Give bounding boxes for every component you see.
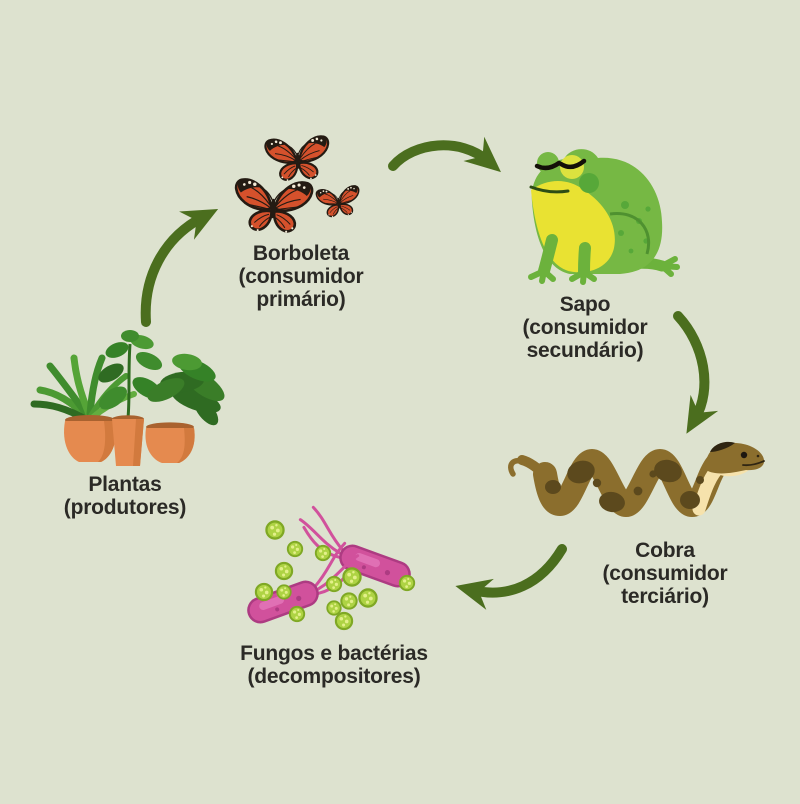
label-fungos: Fungos e bactérias (decompositores) bbox=[204, 642, 464, 688]
arrow-plantas-to-borboleta bbox=[140, 209, 219, 327]
flower-pots bbox=[64, 415, 195, 466]
organism-name: Sapo bbox=[559, 293, 611, 316]
label-plantas: Plantas (produtores) bbox=[0, 473, 255, 519]
organism-role-line: (consumidor bbox=[238, 265, 364, 288]
organism-name: Plantas bbox=[88, 473, 162, 496]
frog-icon bbox=[528, 149, 680, 285]
organism-name: Cobra bbox=[635, 539, 695, 562]
potted-plants-icon bbox=[30, 330, 225, 466]
organism-role-line: (consumidor bbox=[522, 316, 648, 339]
organism-role-line: (produtores) bbox=[63, 496, 187, 519]
label-borboleta: Borboleta (consumidor primário) bbox=[171, 242, 431, 311]
organism-role-line: terciário) bbox=[621, 585, 709, 608]
snake-icon bbox=[508, 441, 765, 518]
organism-role-line: (decompositores) bbox=[247, 665, 421, 688]
organism-name: Fungos e bactérias bbox=[240, 642, 428, 665]
organism-role-line: secundário) bbox=[526, 339, 644, 362]
label-sapo: Sapo (consumidor secundário) bbox=[455, 293, 715, 362]
organism-name: Borboleta bbox=[252, 242, 350, 265]
arrow-cobra-to-fungos bbox=[455, 544, 567, 610]
arrow-sapo-to-cobra bbox=[673, 311, 719, 434]
organism-role-line: (consumidor bbox=[602, 562, 728, 585]
bacteria-icon bbox=[247, 505, 416, 631]
butterflies-icon bbox=[234, 135, 362, 234]
arrow-borboleta-to-sapo bbox=[388, 136, 501, 173]
label-cobra: Cobra (consumidor terciário) bbox=[535, 539, 795, 608]
organism-role-line: primário) bbox=[256, 288, 346, 311]
